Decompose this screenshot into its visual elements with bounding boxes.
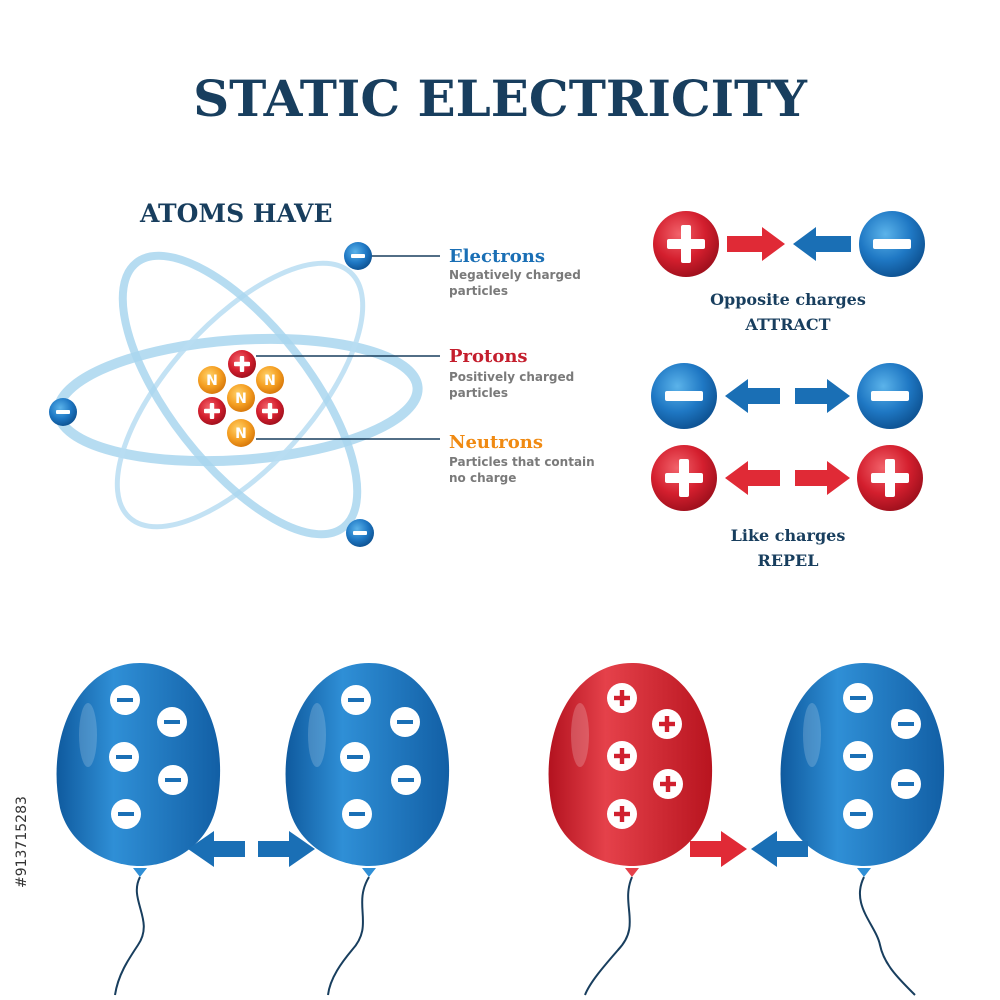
arrow-left-icon: [793, 227, 851, 261]
nucleus: N N N N: [198, 350, 284, 447]
arrow-left-icon: [188, 831, 245, 867]
protons-label: Protons: [449, 346, 528, 367]
balloon-4-charges: [843, 683, 921, 829]
svg-text:N: N: [206, 373, 218, 389]
svg-text:N: N: [235, 426, 247, 442]
balloon-3-charges: [607, 683, 683, 829]
proton-particle: [228, 350, 256, 378]
neutron-particle: N: [227, 419, 255, 447]
negative-charge: [859, 211, 925, 277]
svg-text:N: N: [235, 391, 247, 407]
electrons-desc-line2: particles: [449, 284, 508, 298]
balloon-red: [548, 663, 713, 996]
repel-caption-line2: REPEL: [758, 551, 819, 570]
electron-left: [49, 398, 77, 426]
arrow-right-icon: [795, 461, 850, 495]
negative-charge: [651, 363, 717, 429]
electrons-desc-line1: Negatively charged: [449, 268, 581, 282]
repel-negative-row: [651, 363, 923, 429]
positive-charge: [651, 445, 717, 511]
arrow-right-icon: [690, 831, 747, 867]
attract-row: [653, 211, 925, 277]
attract-caption-line2: ATTRACT: [744, 315, 830, 334]
svg-text:N: N: [264, 373, 276, 389]
arrow-left-icon: [725, 379, 780, 413]
protons-desc-line2: particles: [449, 386, 508, 400]
electron-top: [344, 242, 372, 270]
proton-particle: [198, 397, 226, 425]
neutron-particle: N: [198, 366, 226, 394]
orbit-diagonal-a: [114, 260, 366, 530]
positive-charge: [653, 211, 719, 277]
atom-diagram: N N N N: [49, 242, 440, 547]
protons-desc-line1: Positively charged: [449, 370, 574, 384]
attract-caption-line1: Opposite charges: [710, 290, 866, 309]
electrons-label: Electrons: [449, 246, 545, 267]
neutron-particle: N: [227, 384, 255, 412]
stock-id: #913715283: [14, 796, 30, 888]
orbit-diagonal-b: [118, 251, 362, 539]
arrow-right-icon: [258, 831, 315, 867]
arrow-left-icon: [751, 831, 808, 867]
repel-positive-row: [651, 445, 923, 511]
repel-caption-line1: Like charges: [731, 526, 846, 545]
neutrons-label: Neutrons: [449, 432, 543, 453]
balloon-blue-1: [56, 663, 221, 996]
balloon-blue-2: [285, 663, 450, 996]
balloon-blue-3: [780, 663, 945, 996]
arrow-right-icon: [795, 379, 850, 413]
proton-particle: [256, 397, 284, 425]
negative-charge: [857, 363, 923, 429]
electron-bottom: [346, 519, 374, 547]
atom-heading: ATOMS HAVE: [139, 199, 333, 228]
arrow-right-icon: [727, 227, 785, 261]
balloon-2-charges: [340, 685, 421, 829]
neutrons-desc-line1: Particles that contain: [449, 455, 595, 469]
arrow-left-icon: [725, 461, 780, 495]
page-title: STATIC ELECTRICITY: [193, 69, 808, 128]
positive-charge: [857, 445, 923, 511]
balloon-1-charges: [109, 685, 188, 829]
neutrons-desc-line2: no charge: [449, 471, 516, 485]
neutron-particle: N: [256, 366, 284, 394]
